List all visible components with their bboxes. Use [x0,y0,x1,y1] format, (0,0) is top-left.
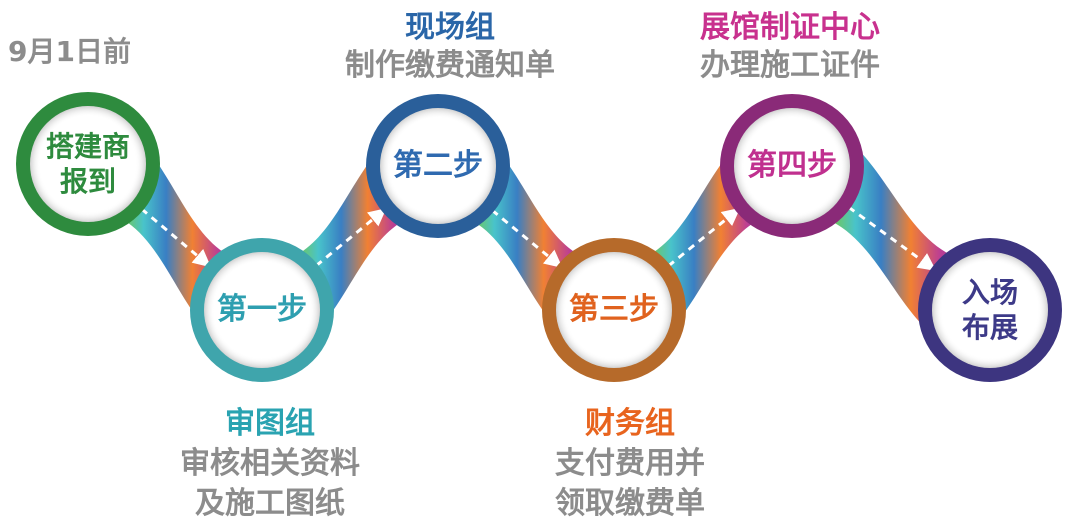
group-title-step-2: 现场组 [405,10,495,45]
group-title-step-4: 展馆制证中心 [700,10,880,45]
desc-step-3-line-2: 领取缴费单 [555,486,705,521]
dashed-arrow-3 [491,209,563,268]
step-node-label-5: 入场布展 [961,276,1018,344]
node-shade [30,106,146,222]
group-title-step-3: 财务组 [585,406,675,441]
dashed-arrow-1 [140,207,212,268]
desc-step-2-line-1: 制作缴费通知单 [345,48,555,83]
node-shade [204,252,320,368]
step-node-3 [542,238,686,382]
node-shade [556,252,672,368]
desc-step-1-line-2: 及施工图纸 [195,486,345,521]
desc-step-4-line-1: 办理施工证件 [700,48,880,83]
step-node-label-0: 搭建商报到 [45,130,130,198]
step-node-label-2: 第二步 [393,148,483,184]
step-nodes [16,92,1062,382]
step-node-0 [16,92,160,236]
step-node-4 [720,94,864,238]
step-node-label-1: 第一步 [217,292,307,328]
step-node-1 [190,238,334,382]
dashed-arrow-5 [847,205,937,271]
step-node-label-4: 第四步 [747,148,837,184]
node-shade [734,108,850,224]
group-title-step-1: 审图组 [225,406,315,441]
date-note: 9月1日前 [8,35,131,68]
dashed-arrow-4 [667,207,741,268]
step-node-label-3: 第三步 [569,292,659,328]
node-shade [380,108,496,224]
dashed-arrows [140,205,937,271]
desc-step-1-line-1: 审核相关资料 [180,446,360,481]
node-shade [932,252,1048,368]
step-node-2 [366,94,510,238]
dashed-arrow-2 [315,208,387,267]
desc-step-3-line-1: 支付费用并 [555,446,705,481]
step-node-5 [918,238,1062,382]
